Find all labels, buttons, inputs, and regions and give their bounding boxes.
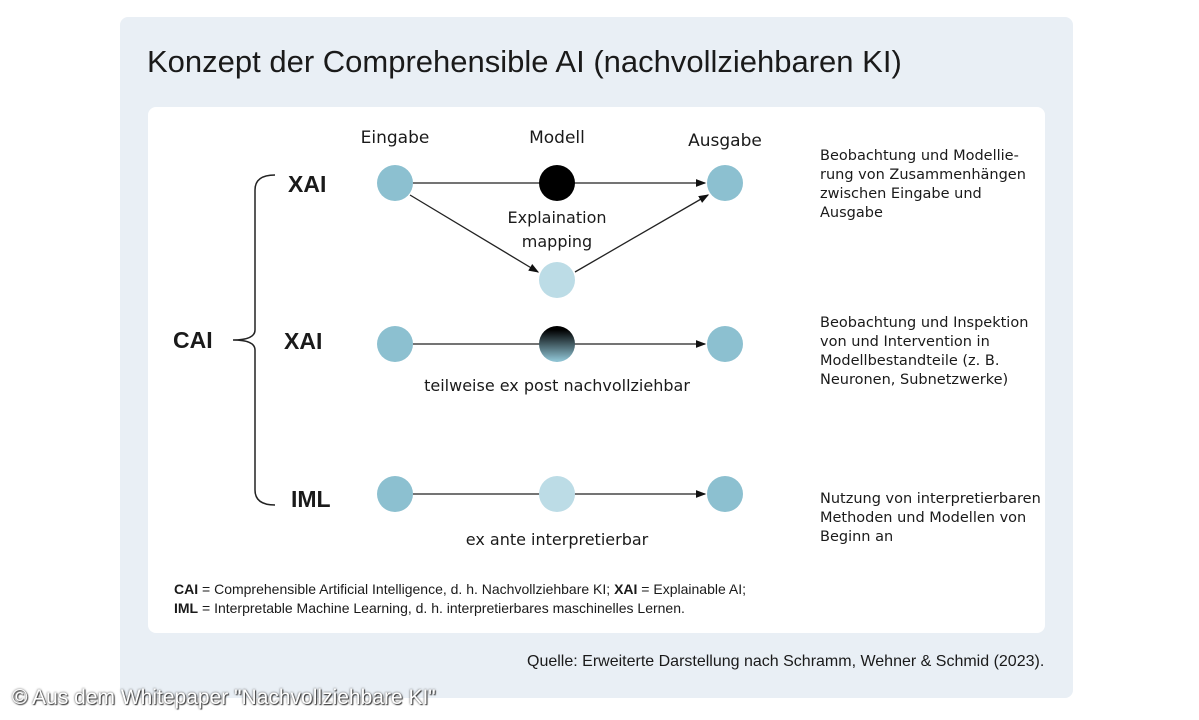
legend-term: XAI [614,581,638,597]
row2-caption: teilweise ex post nachvollziehbar [424,376,690,395]
desc-line: Nutzung von interpretierbaren [820,491,1041,507]
column-model: Modell [529,128,585,148]
input-node [377,476,413,512]
source-note: Quelle: Erweiterte Darstellung nach Schr… [527,653,1045,670]
input-node [377,326,413,362]
output-node [707,165,743,201]
desc-line: Ausgabe [820,205,883,221]
legend: CAI = Comprehensible Artificial Intellig… [174,580,746,618]
legend-text: = Interpretable Machine Learning, d. h. … [198,600,685,616]
legend-term: CAI [174,581,199,597]
model-node-black [539,165,575,201]
desc-line: Beobachtung und Modellie- [820,148,1019,164]
page-title: Konzept der Comprehensible AI (nachvollz… [147,44,902,79]
legend-term: IML [174,600,199,616]
desc-line: Methoden und Modellen von [820,510,1027,526]
diagram-panel [148,107,1045,633]
explanation-mapping-caption: Explaination mapping [507,206,606,254]
legend-line-1: CAI = Comprehensible Artificial Intellig… [174,580,746,599]
legend-line-2: IML = Interpretable Machine Learning, d.… [174,599,746,618]
legend-text: = Comprehensible Artificial Intelligence… [198,581,615,597]
legend-text: = Explainable AI; [637,581,746,597]
bracket [232,174,276,506]
desc-line: Neuronen, Subnetzwerke) [820,372,1009,388]
desc-line: rung von Zusammenhängen [820,167,1026,183]
row-label-xai-2: XAI [284,328,323,354]
explanation-node [539,262,575,298]
caption-line: Explaination [507,208,607,227]
output-node [707,476,743,512]
desc-line: zwischen Eingabe und [820,186,982,202]
model-node-gradient [539,326,575,362]
model-node-light [539,476,575,512]
arrow [409,194,540,273]
input-node [377,165,413,201]
column-output: Ausgabe [688,131,762,151]
cai-label: CAI [173,327,213,353]
row-label-iml: IML [291,486,331,512]
row3-description: Nutzung von interpretierbaren Methoden u… [820,490,1050,547]
arrow [574,194,710,273]
output-node [707,326,743,362]
row-label-xai-1: XAI [288,171,327,197]
column-input: Eingabe [360,128,430,148]
row2-description: Beobachtung und Inspektion von und Inter… [820,314,1050,390]
desc-line: Modellbestandteile (z. B. [820,353,1000,369]
caption-line: mapping [521,232,593,251]
desc-line: von und Intervention in [820,334,990,350]
copyright-watermark: © Aus dem Whitepaper "Nachvollziehbare K… [12,686,436,709]
desc-line: Beobachtung und Inspektion [820,315,1029,331]
desc-line: Beginn an [820,529,894,545]
row1-description: Beobachtung und Modellie- rung von Zusam… [820,147,1050,223]
row3-caption: ex ante interpretierbar [465,530,649,549]
